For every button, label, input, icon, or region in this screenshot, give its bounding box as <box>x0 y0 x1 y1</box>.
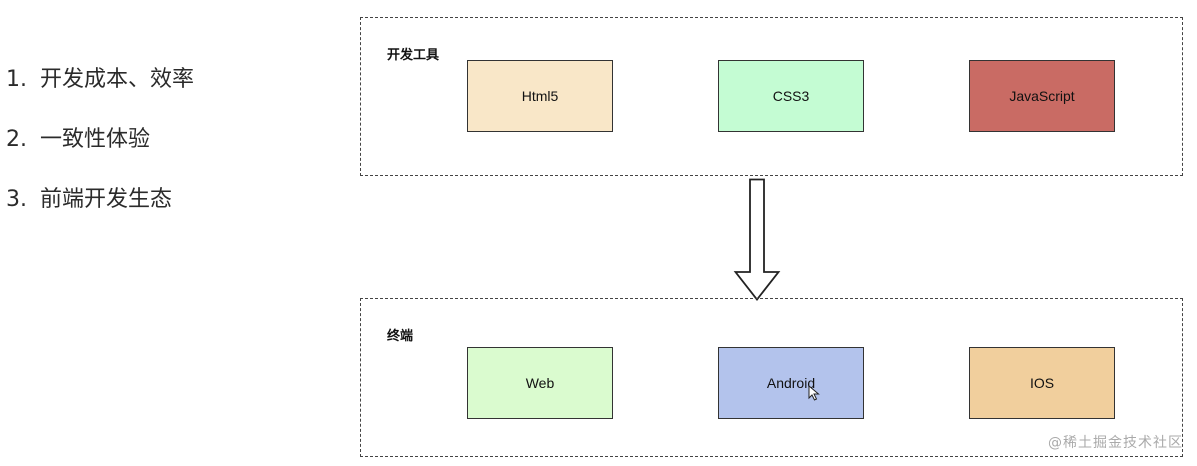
point-number: 3. <box>6 187 27 212</box>
point-text: 开发成本、效率 <box>40 67 195 92</box>
point-text: 前端开发生态 <box>40 187 173 212</box>
ios-box: IOS <box>969 347 1115 419</box>
targets-group: 终端 Web Android IOS <box>360 298 1183 457</box>
mouse-cursor-icon <box>808 385 820 401</box>
point-number: 2. <box>6 127 27 152</box>
dev-tools-title: 开发工具 <box>387 48 440 63</box>
targets-title: 终端 <box>387 329 414 344</box>
watermark: @稀土掘金技术社区 <box>1048 435 1183 451</box>
point-item: 1. 开发成本、效率 <box>6 58 194 118</box>
point-item: 3. 前端开发生态 <box>6 178 194 238</box>
javascript-box: JavaScript <box>969 60 1115 132</box>
down-arrow-icon <box>733 178 781 301</box>
point-item: 2. 一致性体验 <box>6 118 194 178</box>
css3-box: CSS3 <box>718 60 864 132</box>
point-text: 一致性体验 <box>40 127 151 152</box>
android-box: Android <box>718 347 864 419</box>
html5-box: Html5 <box>467 60 613 132</box>
web-box: Web <box>467 347 613 419</box>
dev-tools-group: 开发工具 Html5 CSS3 JavaScript <box>360 17 1183 176</box>
points-list: 1. 开发成本、效率 2. 一致性体验 3. 前端开发生态 <box>6 58 194 238</box>
point-number: 1. <box>6 67 27 92</box>
